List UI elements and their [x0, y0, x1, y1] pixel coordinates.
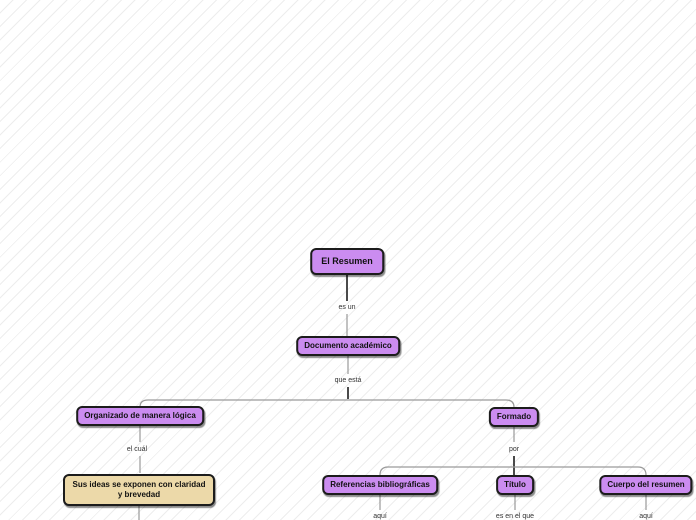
node-sus-ideas[interactable]: Sus ideas se exponen con claridad y brev… — [63, 474, 215, 506]
node-formado[interactable]: Formado — [488, 407, 540, 427]
node-titulo[interactable]: Título — [496, 475, 534, 495]
edge-label-aqui-right: aquí — [639, 513, 653, 520]
node-referencias-bibliograficas[interactable]: Referencias bibliográficas — [322, 475, 438, 495]
edge-label-aqui-left: aquí — [373, 513, 387, 520]
node-cuerpo-del-resumen[interactable]: Cuerpo del resumen — [599, 475, 693, 495]
edge-label-el-cual: el cuál — [126, 446, 148, 453]
node-documento-academico[interactable]: Documento académico — [296, 336, 400, 356]
edge-label-es-un: es un — [338, 304, 356, 311]
node-el-resumen[interactable]: El Resumen — [310, 248, 384, 276]
node-organizado-de-manera-logica[interactable]: Organizado de manera lógica — [76, 406, 204, 426]
edge-label-por: por — [508, 446, 520, 453]
edge-branch-children-formado — [379, 466, 647, 476]
edge-label-que-esta: que está — [334, 377, 362, 384]
edge-label-es-en-el-que: es en el que — [495, 513, 535, 520]
